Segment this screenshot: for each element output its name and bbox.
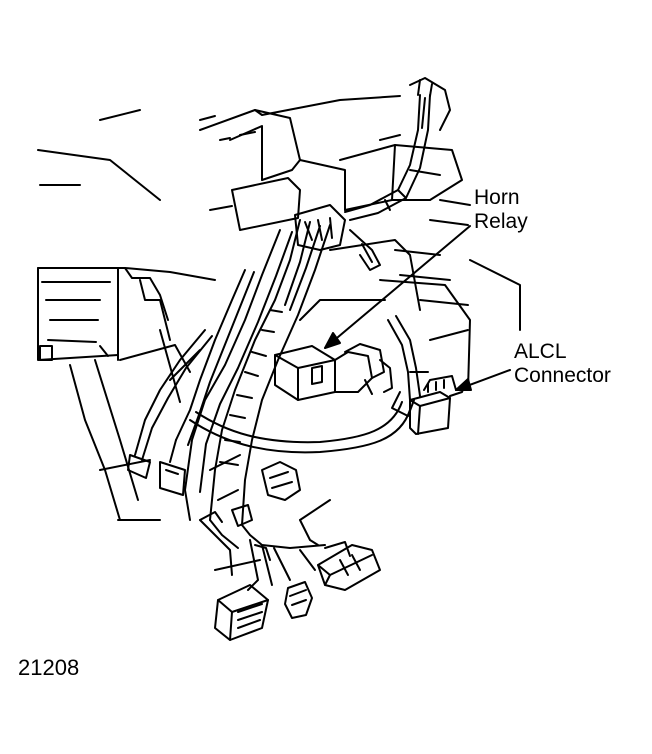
horn-relay-label: Horn Relay	[474, 186, 528, 234]
horn-relay-label-line1: Horn	[474, 186, 520, 209]
horn-relay-leader	[324, 225, 471, 349]
alcl-connector	[409, 375, 467, 435]
horn-relay-label-line2: Relay	[474, 210, 528, 233]
alcl-connector-leader	[455, 369, 511, 391]
alcl-wire-loop	[189, 315, 429, 454]
horn-relay	[274, 343, 393, 401]
figure-number: 21208	[18, 655, 80, 680]
alcl-connector-label: ALCL Connector	[514, 340, 611, 388]
alcl-connector-label-line2: Connector	[514, 364, 611, 387]
wire-harness	[127, 77, 451, 526]
dashboard-structure	[37, 95, 521, 576]
lower-connectors	[199, 461, 381, 641]
alcl-connector-label-line1: ALCL	[514, 340, 567, 363]
